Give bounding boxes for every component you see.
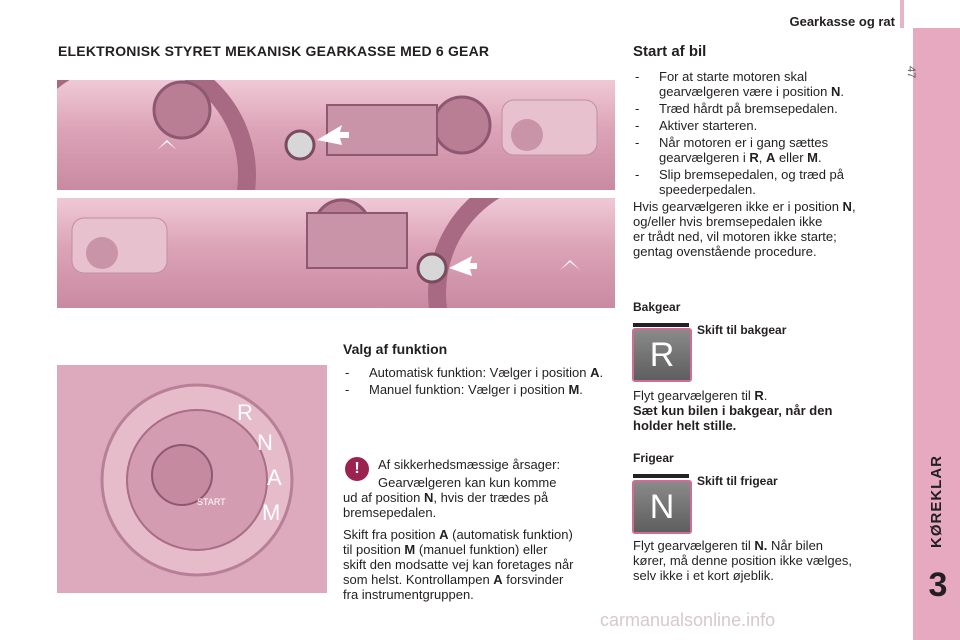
valg-list: Automatisk funktion: Vælger i position A…	[343, 365, 618, 399]
dial-letter-a: A	[267, 465, 282, 490]
running-header: Gearkasse og rat	[789, 14, 895, 29]
start-paragraph: Hvis gearvælgeren ikke er i position N, …	[633, 199, 856, 259]
warning-line: Gearvælgeren kan kun komme	[378, 475, 557, 490]
valg-title: Valg af funktion	[343, 341, 448, 357]
start-item: Når motoren er i gang sættesgearvælgeren…	[633, 135, 908, 165]
gear-r-tile: R	[632, 328, 692, 382]
bakgear-text: Flyt gearvælgeren til R. Sæt kun bilen i…	[633, 388, 833, 433]
valg-item: Manuel funktion: Vælger i position M.	[343, 382, 618, 397]
skift-line: som helst. Kontrollampen A forsvinder	[343, 572, 564, 587]
chapter-number: 3	[928, 566, 948, 604]
start-item: Træd hårdt på bremsepedalen.	[633, 101, 908, 116]
warning-icon: !	[345, 457, 369, 481]
skift-line: til position M (manuel funktion) eller	[343, 542, 548, 557]
bakgear-tile-bar	[633, 323, 689, 327]
gear-n-tile: N	[632, 480, 692, 534]
bakgear-title: Bakgear	[633, 300, 681, 314]
warning-line: Af sikkerhedsmæssige årsager:	[378, 457, 561, 472]
chapter-side-tab	[913, 28, 960, 640]
start-item: Slip bremsepedalen, og træd påspeederped…	[633, 167, 908, 197]
skift-line: fra instrumentgruppen.	[343, 587, 474, 602]
frigear-tile-label: Skift til frigear	[697, 474, 778, 488]
dial-letter-n: N	[257, 430, 273, 455]
frigear-tile-bar	[633, 474, 689, 478]
dashboard-illustration-lhd	[0, 46, 615, 304]
bakgear-tile-label: Skift til bakgear	[697, 323, 787, 337]
gear-selector-drawing: R N A M START	[100, 383, 294, 577]
warning-line: bremsepedalen.	[343, 505, 437, 520]
start-title: Start af bil	[633, 43, 707, 60]
skift-line: skift den modsatte vej kan foretages når	[343, 557, 574, 572]
warning-line: ud af position N, hvis der trædes på	[343, 490, 549, 505]
dial-start-label: START	[197, 497, 226, 507]
skift-line: Skift fra position A (automatisk funktio…	[343, 527, 573, 542]
main-title: ELEKTRONISK STYRET MEKANISK GEARKASSE ME…	[58, 43, 490, 59]
frigear-title: Frigear	[633, 451, 674, 465]
gear-selector-illustration: R N A M START	[57, 365, 327, 593]
dashboard-lhd-drawing	[0, 46, 598, 304]
watermark: carmanualsonline.info	[600, 610, 776, 630]
valg-item: Automatisk funktion: Vælger i position A…	[343, 365, 618, 380]
chapter-label: KØREKLAR	[928, 455, 945, 548]
start-item: Aktiver starteren.	[633, 118, 908, 133]
frigear-text: Flyt gearvælgeren til N. Når bilen kører…	[633, 538, 852, 583]
dial-letter-r: R	[237, 400, 253, 425]
dial-letter-m: M	[262, 500, 280, 525]
warning-text: Af sikkerhedsmæssige årsager: Gearvælger…	[343, 457, 618, 602]
dashboard-illustration-rhd	[57, 164, 686, 422]
dashboard-rhd-drawing	[71, 164, 686, 422]
header-accent-bar	[900, 0, 904, 28]
